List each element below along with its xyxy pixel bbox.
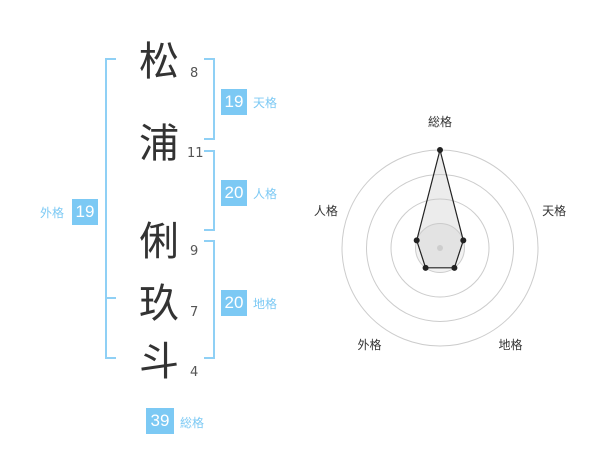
- stroke-count-4: 7: [190, 305, 199, 320]
- jinkaku-bracket: [204, 150, 215, 231]
- surname-char-2: 浦: [139, 121, 179, 167]
- radar-point-1: [460, 237, 467, 244]
- chikaku-value: 20: [221, 290, 247, 316]
- gaikaku-bracket-tick: [105, 297, 116, 299]
- stroke-count-1: 8: [190, 66, 199, 81]
- given-char-2: 玖: [139, 281, 179, 327]
- chikaku-label: 地格: [253, 297, 278, 311]
- radar-point-0: [437, 147, 443, 153]
- gaikaku-bracket: [105, 58, 116, 359]
- given-char-1: 俐: [139, 219, 179, 265]
- radar-center-dot: [437, 245, 443, 251]
- radar-point-2: [451, 264, 458, 271]
- radar-axis-label-3: 外格: [357, 337, 381, 352]
- radar-point-3: [422, 264, 429, 271]
- radar-data-polygon: [416, 149, 464, 269]
- radar-axis-label-2: 地格: [499, 337, 523, 352]
- radar-point-4: [413, 237, 420, 244]
- radar-axis-label-1: 天格: [542, 203, 566, 218]
- tenkaku-value: 19: [221, 89, 247, 115]
- stroke-count-2: 11: [187, 146, 204, 161]
- gaikaku-value: 19: [72, 199, 98, 225]
- stroke-count-5: 4: [190, 365, 199, 380]
- radar-axis-label-0: 総格: [428, 114, 452, 129]
- stroke-count-3: 9: [190, 244, 199, 259]
- tenkaku-bracket: [204, 58, 215, 140]
- gaikaku-label: 外格: [40, 206, 65, 220]
- radar-axis-label-4: 人格: [314, 203, 338, 218]
- chikaku-bracket: [204, 240, 215, 359]
- jinkaku-label: 人格: [253, 187, 278, 201]
- soukaku-label: 総格: [180, 416, 205, 430]
- jinkaku-value: 20: [221, 180, 247, 206]
- soukaku-value: 39: [146, 408, 174, 434]
- tenkaku-label: 天格: [253, 96, 278, 110]
- surname-char-1: 松: [139, 39, 179, 85]
- given-char-3: 斗: [139, 339, 179, 385]
